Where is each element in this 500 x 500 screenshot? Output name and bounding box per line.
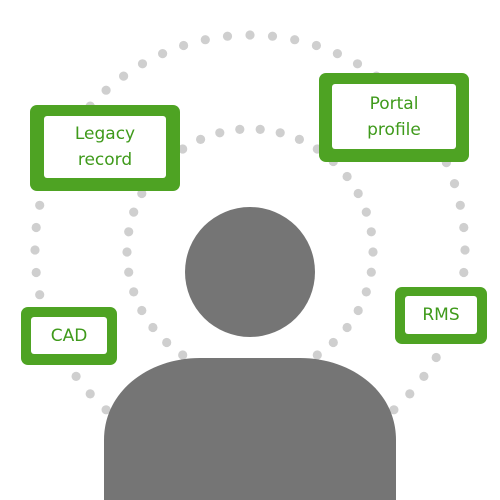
outer-ring-dot — [101, 85, 111, 95]
outer-ring-dot — [137, 59, 148, 69]
inner-ring-dot — [275, 128, 285, 138]
outer-ring-dot — [35, 290, 45, 300]
outer-ring-dot — [459, 222, 469, 233]
inner-ring-dot — [361, 207, 371, 217]
inner-ring-dot — [353, 188, 363, 199]
outer-ring-dot — [449, 179, 460, 189]
inner-ring-dot — [294, 134, 304, 144]
inner-ring-dot — [342, 171, 352, 182]
outer-ring-dot — [158, 49, 168, 59]
outer-ring-dot — [71, 371, 81, 381]
inner-ring-dot — [366, 267, 376, 277]
inner-ring-dot — [235, 124, 245, 134]
cad-label: CAD — [31, 317, 107, 354]
inner-ring-dot — [122, 247, 132, 257]
outer-ring-dot — [31, 222, 41, 233]
outer-ring-dot — [290, 35, 300, 45]
inner-ring-dot — [129, 287, 139, 297]
outer-ring-dot — [35, 200, 45, 210]
cad-node: CAD — [21, 307, 117, 365]
inner-ring-dot — [124, 227, 134, 237]
outer-ring-dot — [431, 352, 441, 363]
outer-ring-dot — [30, 245, 40, 255]
legacy-record-line-2: record — [77, 150, 133, 170]
outer-ring-dot — [459, 267, 469, 278]
inner-ring-dot — [215, 128, 225, 138]
rms-line-1: RMS — [422, 305, 460, 325]
inner-ring-dot — [328, 337, 338, 348]
outer-ring-dot — [222, 31, 233, 41]
inner-ring-dot — [162, 337, 172, 348]
inner-ring-dot — [196, 134, 206, 144]
outer-ring-dot — [245, 30, 255, 40]
inner-ring-dot — [366, 227, 376, 237]
outer-ring-dot — [179, 40, 189, 51]
person-body — [104, 358, 396, 500]
portal-profile-line-2: profile — [367, 119, 421, 140]
rms-label: RMS — [405, 296, 477, 334]
inner-ring-dot — [353, 305, 363, 316]
outer-ring-dot — [352, 59, 363, 69]
person-head — [185, 207, 315, 337]
inner-ring-dot — [178, 144, 188, 154]
outer-ring-dot — [200, 35, 210, 45]
portal-profile-line-1: Portal — [369, 93, 419, 114]
cad-line-1: CAD — [50, 325, 88, 346]
legacy-record-label: Legacy record — [44, 116, 166, 178]
inner-ring-dot — [361, 287, 371, 297]
inner-ring-dot — [342, 322, 352, 333]
inner-ring-dot — [137, 305, 147, 316]
outer-ring-dot — [455, 200, 465, 210]
inner-ring-dot — [129, 207, 139, 217]
outer-ring-dot — [419, 371, 429, 381]
outer-ring-dot — [405, 389, 415, 399]
outer-ring-dot — [332, 49, 342, 59]
portal-profile-node: Portal profile — [319, 73, 469, 162]
outer-ring-dot — [267, 31, 278, 41]
outer-ring-dot — [311, 40, 321, 51]
inner-ring-dot — [312, 350, 322, 360]
outer-ring-dot — [31, 267, 41, 278]
legacy-record-line-1: Legacy — [74, 124, 136, 144]
outer-ring-dot — [85, 389, 95, 399]
inner-ring-dot — [148, 322, 158, 333]
legacy-record-node: Legacy record — [30, 105, 180, 191]
inner-ring-dot — [368, 247, 378, 257]
portal-profile-label: Portal profile — [332, 84, 456, 149]
inner-ring-dot — [137, 188, 147, 199]
outer-ring-dot — [101, 405, 111, 415]
inner-ring-dot — [255, 124, 265, 134]
inner-ring-dot — [124, 267, 134, 277]
inner-ring-dot — [178, 350, 188, 360]
outer-ring-dot — [389, 405, 399, 415]
rms-node: RMS — [395, 287, 487, 344]
outer-ring-dot — [119, 71, 129, 81]
outer-ring-dot — [460, 245, 470, 255]
